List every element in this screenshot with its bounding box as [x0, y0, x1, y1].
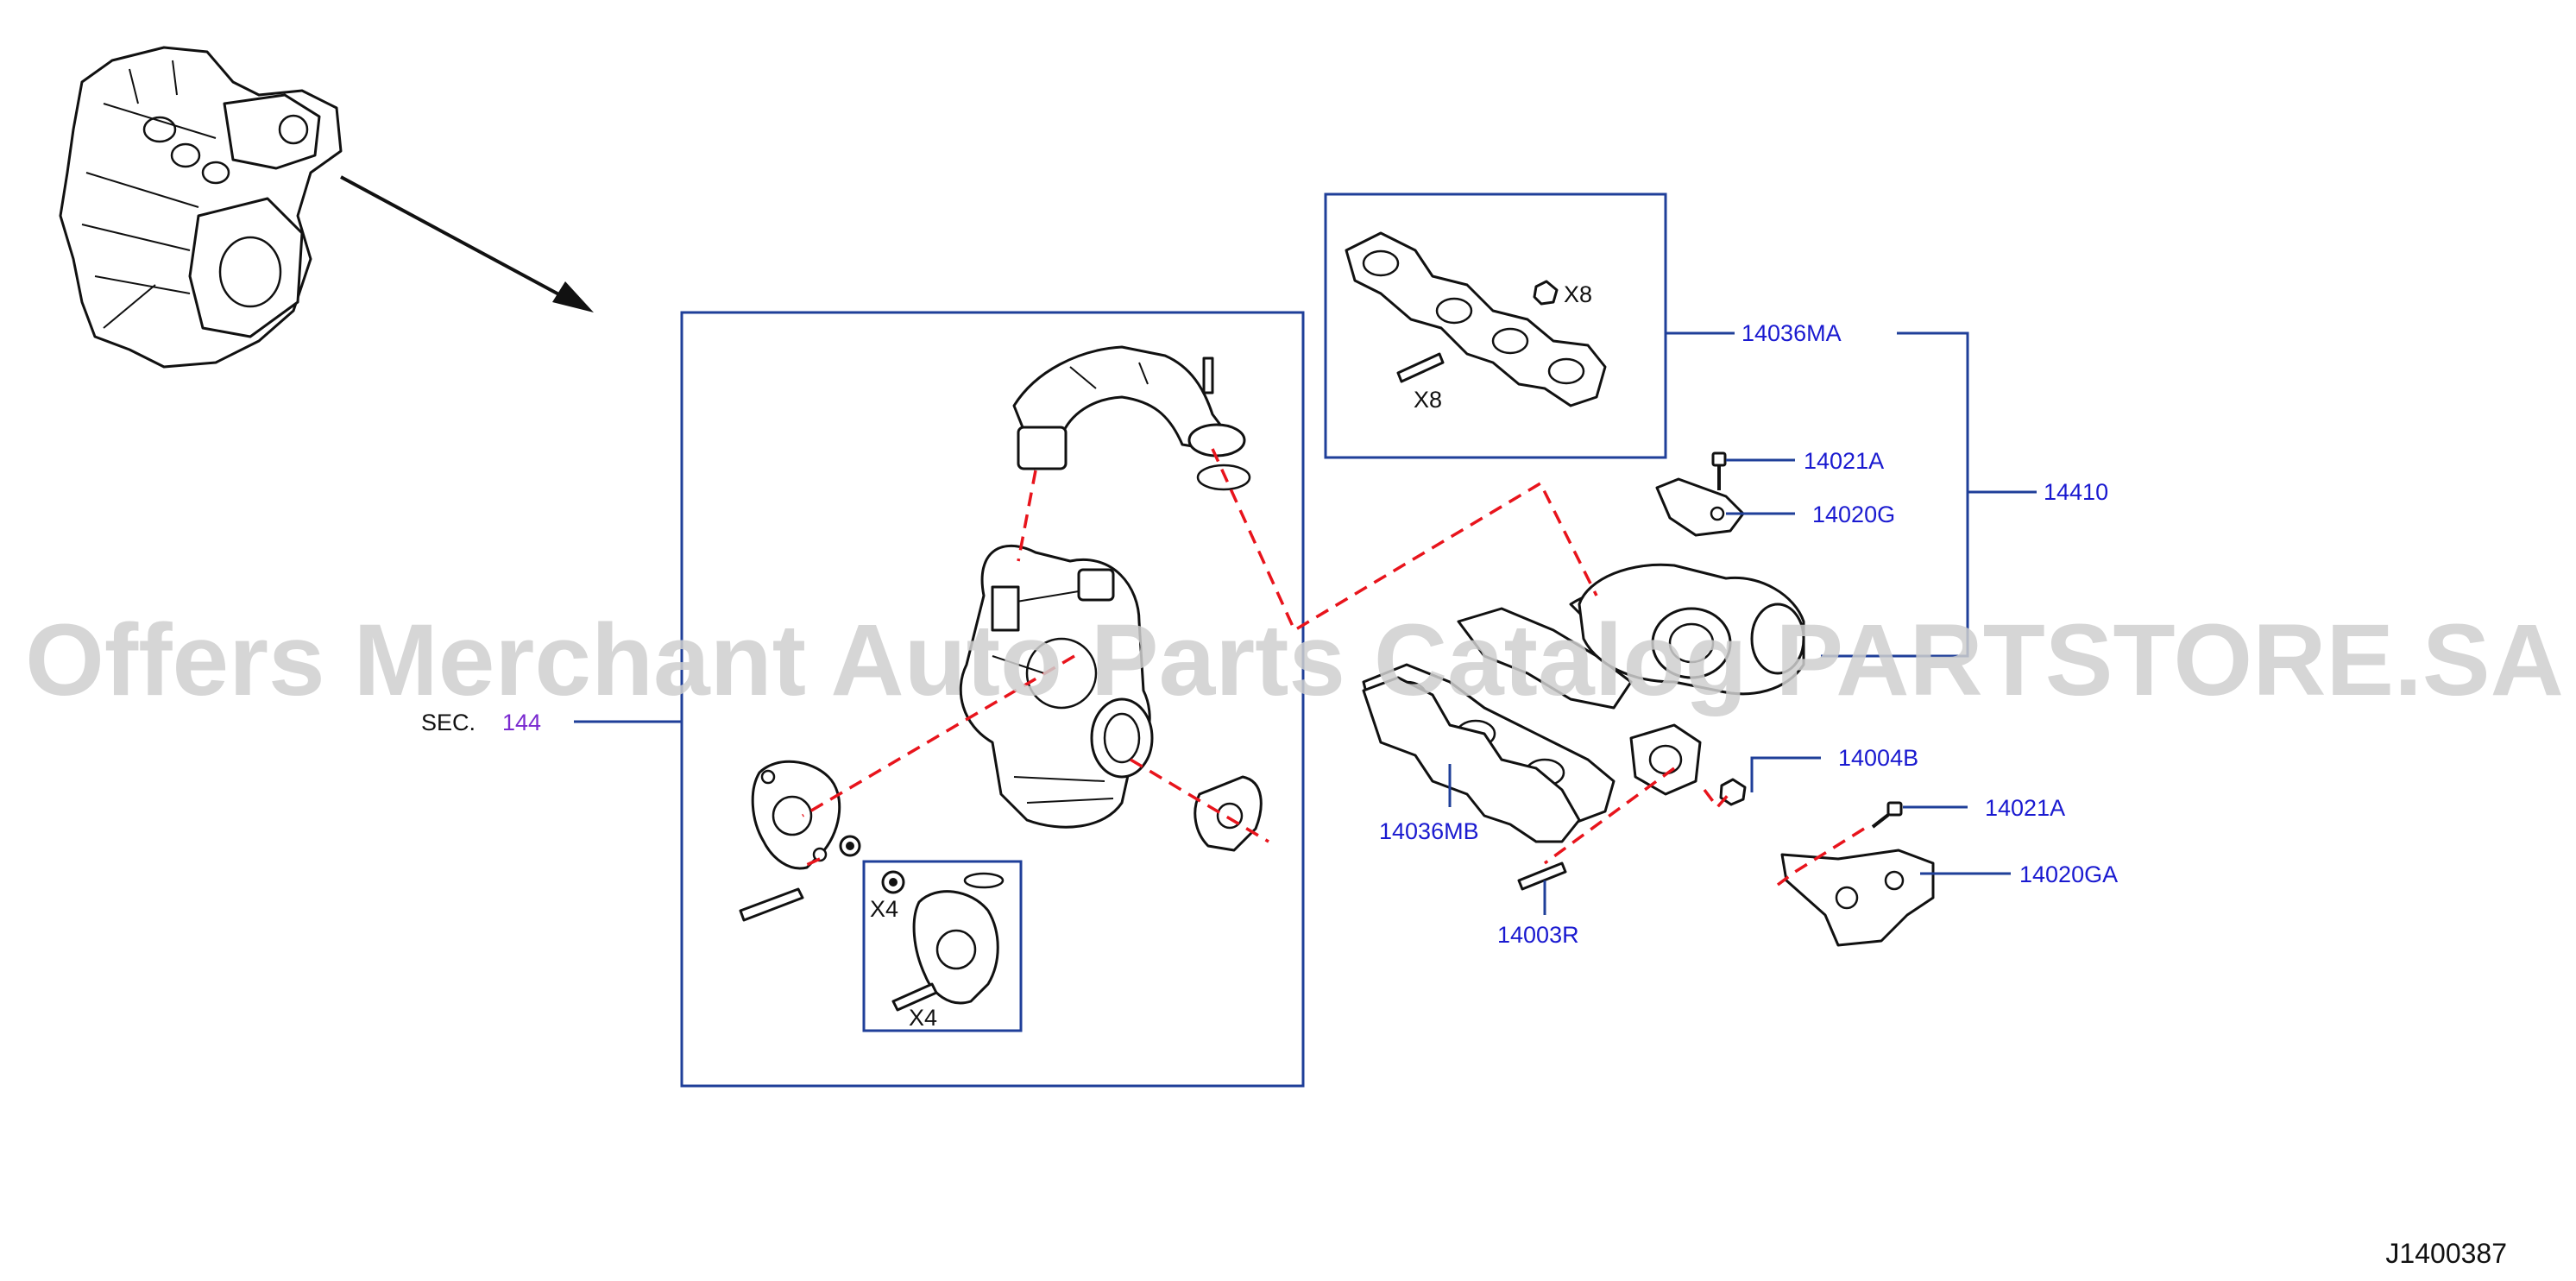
left-stud-drawing — [739, 887, 804, 922]
engine-overview-illustration — [59, 46, 343, 369]
manifold-gasket-b-drawing — [1362, 676, 1581, 843]
side-flange-drawing — [1194, 775, 1263, 852]
section-link-144[interactable]: 144 — [502, 710, 541, 735]
callout-14036ma[interactable]: 14036MA — [1741, 320, 1842, 346]
watermark-text: Offers Merchant Auto Parts Catalog PARTS… — [25, 603, 2564, 717]
gasket-stud-drawing — [1396, 352, 1445, 383]
manifold-outlet-flange-drawing — [1629, 723, 1702, 796]
qty-inset-nuts: X4 — [870, 896, 898, 922]
qty-gasket-studs: X8 — [1414, 387, 1442, 413]
upper-bracket-drawing — [1655, 477, 1745, 537]
turbocharger-housing-drawing — [959, 544, 1154, 829]
callout-leaders — [574, 331, 2037, 915]
upper-bolt-drawing — [1711, 451, 1727, 490]
callout-14020ga[interactable]: 14020GA — [2019, 861, 2118, 887]
outlet-pipe-drawing — [1012, 345, 1251, 491]
left-gasket-drawing — [751, 760, 841, 870]
manifold-stud-drawing — [1517, 861, 1567, 891]
qty-inset-studs: X4 — [909, 1005, 937, 1031]
lower-bolt-drawing — [1871, 801, 1903, 829]
callout-14004b[interactable]: 14004B — [1838, 745, 1918, 771]
section-prefix: SEC. — [421, 710, 476, 735]
diagram-reference-code: J1400387 — [2385, 1238, 2507, 1269]
inset-gasket-drawing — [912, 872, 1005, 1005]
inset-stud-drawing — [891, 982, 938, 1012]
left-nut-drawing — [839, 835, 861, 857]
callout-14003r[interactable]: 14003R — [1497, 922, 1579, 948]
callout-14020g[interactable]: 14020G — [1812, 502, 1895, 527]
gasket-inset-frame — [862, 860, 1023, 1032]
inset-nut-drawing — [881, 870, 905, 894]
manifold-gasket-a-drawing — [1345, 231, 1607, 407]
gasket-frame — [1324, 192, 1667, 459]
callout-14021a-lower[interactable]: 14021A — [1985, 795, 2065, 821]
callout-14021a-upper[interactable]: 14021A — [1804, 448, 1884, 474]
callout-14410[interactable]: 14410 — [2044, 479, 2108, 505]
assembly-guide-lines — [800, 448, 1865, 887]
qty-gasket-nuts: X8 — [1564, 281, 1592, 307]
turbocharger-frame — [680, 311, 1305, 1088]
callout-14036mb[interactable]: 14036MB — [1379, 818, 1479, 844]
turbo-on-manifold-drawing — [1578, 563, 1805, 696]
overview-arrow — [340, 175, 594, 312]
lower-bracket-drawing — [1780, 849, 1935, 947]
gasket-nut-drawing — [1533, 280, 1559, 306]
